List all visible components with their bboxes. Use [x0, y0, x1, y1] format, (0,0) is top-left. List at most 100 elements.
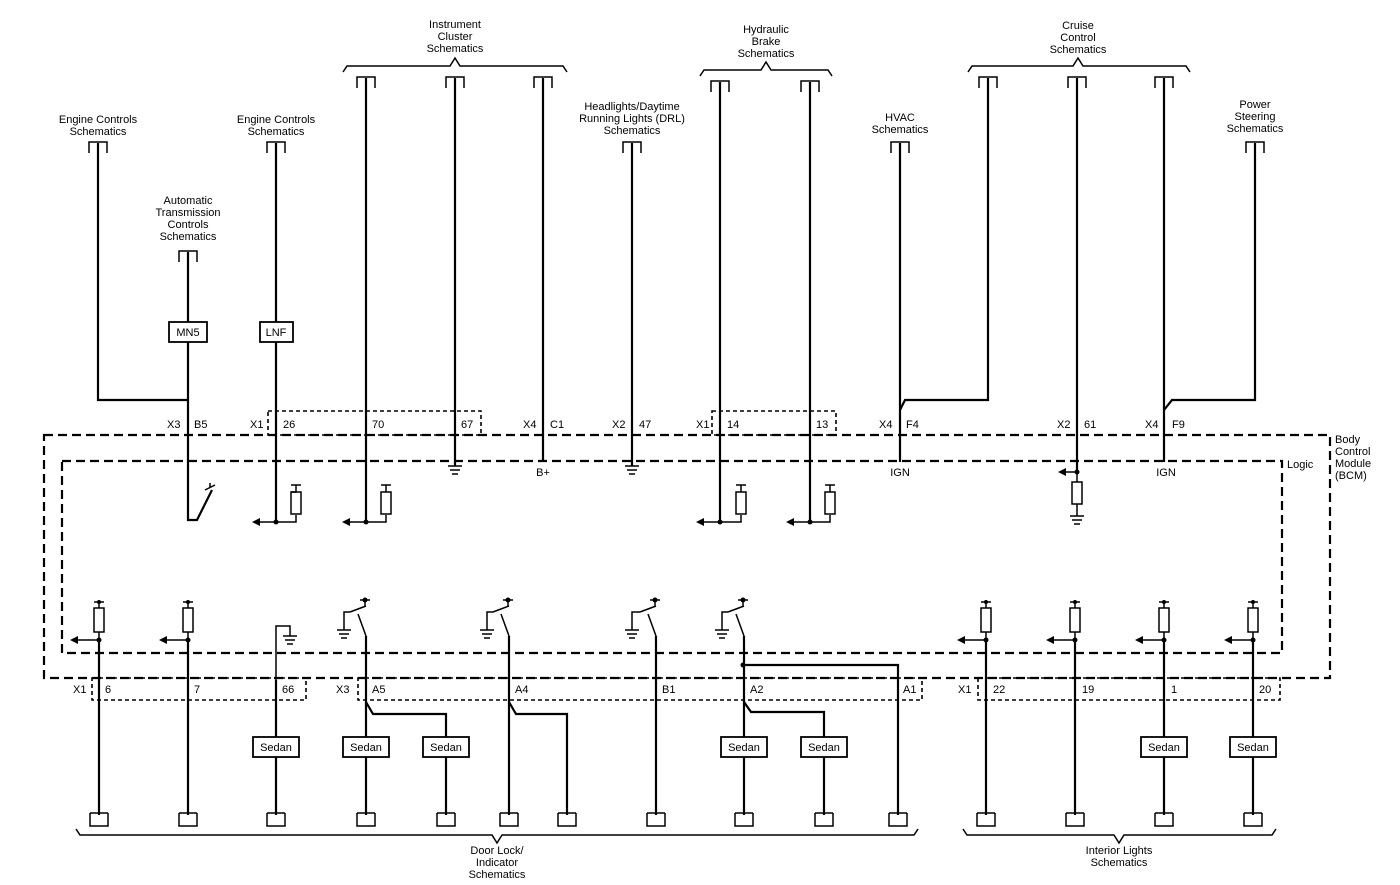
svg-text:B5: B5 [194, 419, 207, 431]
hydraulic-brake-label: Hydraulic Brake Schematics [738, 24, 795, 60]
mn5-option-box: MN5 [168, 321, 208, 343]
svg-text:Interior Lights: Interior Lights [1086, 845, 1153, 857]
svg-text:Door Lock/: Door Lock/ [470, 845, 524, 857]
svg-text:C1: C1 [550, 419, 564, 431]
b-plus-label: B+ [536, 467, 550, 479]
svg-text:Schematics: Schematics [160, 231, 217, 243]
svg-text:B1: B1 [662, 684, 675, 696]
connector-x3-bottom [357, 677, 923, 701]
svg-text:Control: Control [1335, 446, 1370, 458]
svg-text:X4: X4 [523, 419, 536, 431]
interior-lights-brace [962, 828, 1277, 845]
svg-text:X1: X1 [958, 684, 971, 696]
top-pin-labels: X3 B5 X1 26 70 67 X4 C1 X2 47 X1 14 13 X… [167, 419, 1185, 431]
logic-label: Logic [1287, 459, 1314, 471]
svg-text:Schematics: Schematics [427, 43, 484, 55]
svg-text:Power: Power [1239, 99, 1271, 111]
cluster-brace [342, 56, 568, 73]
svg-text:X1: X1 [73, 684, 86, 696]
svg-text:A2: A2 [750, 684, 763, 696]
svg-text:Schematics: Schematics [872, 124, 929, 136]
svg-text:Controls: Controls [168, 219, 209, 231]
svg-text:Schematics: Schematics [469, 869, 526, 881]
engine-controls-1-label: Engine Controls Schematics [59, 114, 138, 138]
top-arrow-heads [252, 468, 1080, 526]
sedan-option-boxes: Sedan Sedan Sedan Sedan Sedan Sedan Seda… [252, 736, 1277, 758]
top-wires [96, 78, 1257, 522]
connector-x1-bottom-a [91, 677, 307, 701]
svg-text:20: 20 [1259, 684, 1271, 696]
svg-text:Sedan: Sedan [260, 742, 292, 754]
instrument-cluster-label: Instrument Cluster Schematics [427, 19, 484, 55]
connector-x1-top-a [267, 410, 482, 436]
svg-text:67: 67 [461, 419, 473, 431]
svg-text:19: 19 [1082, 684, 1094, 696]
svg-text:A1: A1 [903, 684, 916, 696]
svg-text:Transmission: Transmission [156, 207, 221, 219]
power-steering-label: Power Steering Schematics [1227, 99, 1284, 135]
svg-text:13: 13 [816, 419, 828, 431]
svg-text:Schematics: Schematics [70, 126, 127, 138]
top-input-circuits [204, 471, 1083, 523]
svg-text:61: 61 [1084, 419, 1096, 431]
svg-text:F4: F4 [906, 419, 919, 431]
lnf-option-box: LNF [259, 321, 294, 343]
svg-text:Sedan: Sedan [728, 742, 760, 754]
svg-text:A5: A5 [372, 684, 385, 696]
svg-text:Cruise: Cruise [1062, 20, 1094, 32]
door-lock-label: Door Lock/ Indicator Schematics [469, 845, 526, 881]
svg-text:LNF: LNF [266, 327, 287, 339]
svg-text:14: 14 [727, 419, 739, 431]
svg-text:Schematics: Schematics [1050, 44, 1107, 56]
svg-text:Indicator: Indicator [476, 857, 519, 869]
svg-text:Control: Control [1060, 32, 1095, 44]
bcm-label: Body Control Module (BCM) [1335, 434, 1371, 482]
svg-text:Schematics: Schematics [738, 48, 795, 60]
svg-text:Sedan: Sedan [1237, 742, 1269, 754]
svg-text:Schematics: Schematics [1091, 857, 1148, 869]
connector-x1-bottom-b [977, 677, 1281, 701]
svg-text:X1: X1 [250, 419, 263, 431]
svg-text:Schematics: Schematics [604, 125, 661, 137]
svg-text:X2: X2 [1057, 419, 1070, 431]
svg-text:Instrument: Instrument [429, 19, 481, 31]
svg-text:1: 1 [1171, 684, 1177, 696]
svg-text:X4: X4 [879, 419, 892, 431]
svg-text:Engine Controls: Engine Controls [237, 114, 316, 126]
svg-text:Steering: Steering [1235, 111, 1276, 123]
svg-text:Cluster: Cluster [438, 31, 473, 43]
svg-text:70: 70 [372, 419, 384, 431]
svg-text:Brake: Brake [752, 36, 781, 48]
svg-text:A4: A4 [515, 684, 528, 696]
transmission-label: Automatic Transmission Controls Schemati… [156, 195, 221, 243]
bottom-sockets [89, 812, 1263, 827]
svg-text:HVAC: HVAC [885, 112, 915, 124]
svg-text:Engine Controls: Engine Controls [59, 114, 138, 126]
svg-text:Hydraulic: Hydraulic [743, 24, 789, 36]
ign-label-power-steering: IGN [1156, 467, 1176, 479]
svg-text:Automatic: Automatic [164, 195, 213, 207]
engine-controls-2-label: Engine Controls Schematics [237, 114, 316, 138]
cruise-control-label: Cruise Control Schematics [1050, 20, 1107, 56]
svg-text:66: 66 [282, 684, 294, 696]
svg-text:47: 47 [639, 419, 651, 431]
svg-text:Sedan: Sedan [350, 742, 382, 754]
svg-text:Module: Module [1335, 458, 1371, 470]
svg-text:X3: X3 [336, 684, 349, 696]
svg-text:Sedan: Sedan [1148, 742, 1180, 754]
svg-text:(BCM): (BCM) [1335, 470, 1367, 482]
svg-text:Headlights/Daytime: Headlights/Daytime [584, 101, 679, 113]
connector-x1-top-b [711, 410, 837, 436]
bottom-wires [97, 636, 1255, 815]
svg-text:X4: X4 [1145, 419, 1158, 431]
svg-text:Body: Body [1335, 434, 1361, 446]
bottom-input-circuits [93, 599, 1259, 680]
ign-label-hvac: IGN [890, 467, 910, 479]
logic-outline [60, 459, 1284, 655]
svg-text:F9: F9 [1172, 419, 1185, 431]
svg-text:26: 26 [283, 419, 295, 431]
top-sockets [88, 76, 1265, 262]
svg-text:MN5: MN5 [176, 327, 199, 339]
ground-symbols-top [448, 465, 1084, 525]
